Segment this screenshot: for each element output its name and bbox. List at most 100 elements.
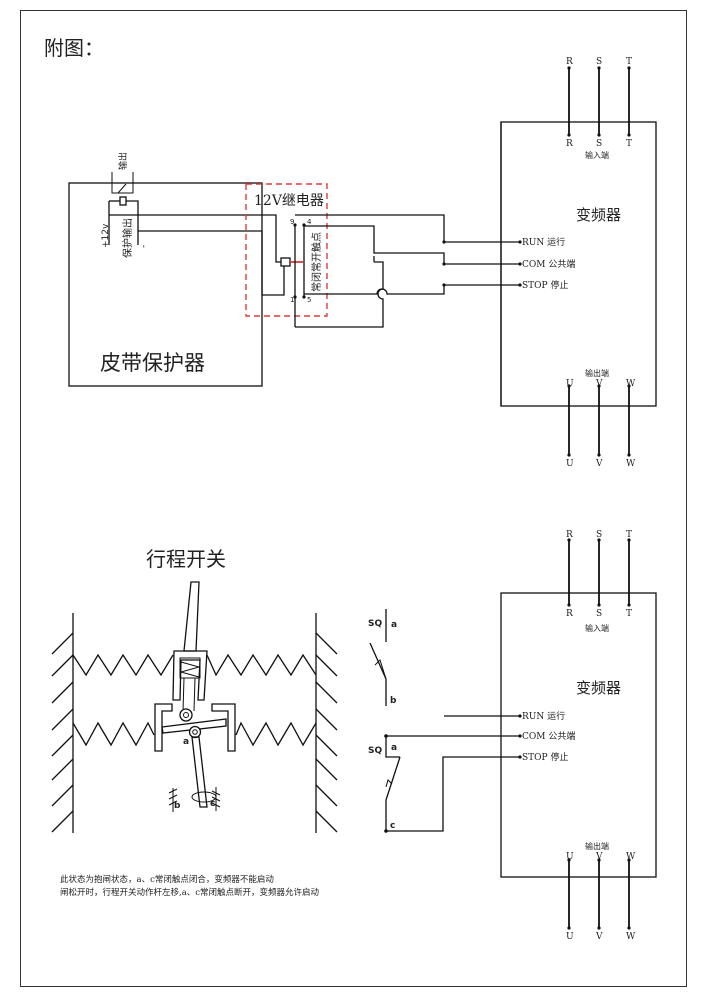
inner-spring [179,661,201,678]
output-terminal-u[interactable]: U U [566,379,574,469]
upper-right-spring [206,653,317,677]
terminal-dot [518,714,522,718]
terminal-stop-2[interactable]: STOP 停止 [522,751,568,763]
input-terminal-s[interactable]: S S [596,57,602,149]
cross-bar [161,718,227,734]
relay-pin-1: 1 [290,296,294,304]
terminal-label: T [626,57,632,67]
terminal-run[interactable]: RUN 运行 [522,236,565,248]
input-terminal-t[interactable]: T T [626,57,632,149]
right-bracket [211,703,236,752]
terminal-run-2[interactable]: RUN 运行 [522,710,565,722]
inverter-bottom-box [500,592,657,878]
terminal-label: T [626,609,632,619]
limit-switch-title: 行程开关 [146,547,226,571]
left-bracket [154,703,173,752]
terminal-label: W [626,379,636,389]
actuator-lever [183,581,200,652]
relay-wiring [294,214,520,328]
terminal-dot [518,734,522,738]
relay-pin-4: 4 [307,218,312,226]
input-terminal-r-2[interactable]: R R [566,530,573,619]
page-title: 附图： [44,36,104,60]
terminal-label: R [566,609,573,619]
terminal-dot [518,283,522,287]
plus12v-label: +12v [101,223,111,248]
inverter-top-label: 变频器 [576,206,621,224]
sq-blade-no [369,642,387,706]
output-coil-icon [119,196,127,206]
minus-label: - [139,245,149,248]
terminal-com[interactable]: COM 公共端 [522,258,575,270]
sq-blade-nc [385,756,401,831]
output-contact-bracket [111,172,134,194]
pin-dot [293,223,297,227]
output-terminal-v-2[interactable]: V V [595,852,603,942]
inverter-top-input-label: 输入端 [585,150,609,160]
output-terminal-w[interactable]: W W [626,379,636,469]
pivot-inner [183,712,189,718]
relay-contact-label: 常闭常开触点 [310,232,323,292]
inverter-bottom-output-label: 输出端 [585,841,609,851]
input-terminal-t-2[interactable]: T T [626,530,632,619]
output-terminal-w-2[interactable]: W W [626,852,636,942]
inverter-top-output-label: 输出端 [585,368,609,378]
terminal-label: W [626,459,636,469]
relay-coil-icon [280,257,291,267]
lower-left-spring [72,721,155,747]
wire-plus-to-coil [109,214,284,263]
terminal-com-2[interactable]: COM 公共端 [522,730,575,742]
inverter-bottom-input-label: 输入端 [585,623,609,633]
upper-pivot [179,708,193,722]
wire-nc-return [295,261,384,328]
mechanism-label-c: c [210,799,215,809]
note-line-1: 此状态为抱闸状态，a、c常闭触点闭合，变频器不能启动 [60,874,274,885]
sq-switch-ab: SQ a b [368,609,397,706]
terminal-label: R [566,57,573,67]
relay-dashed-box [245,183,328,317]
sq-contact-a-label-2: a [391,743,397,753]
input-terminal-r[interactable]: R R [566,57,573,149]
wire-c-to-stop [386,756,520,832]
sq-contact-c-label: c [390,821,395,831]
terminal-label: R [566,139,573,149]
terminal-stop[interactable]: STOP 停止 [522,279,568,291]
contact-b-symbol [168,788,178,812]
input-terminal-s-2[interactable]: S S [596,530,602,619]
sq-contact-a-line-2 [385,736,400,758]
left-wall-hatch [51,632,74,833]
terminal-label: S [596,139,602,149]
mechanism-label-a: a [183,737,189,747]
contact-c-symbol [211,787,221,811]
terminal-label: V [595,379,603,389]
output-terminal-v[interactable]: V V [595,379,603,469]
terminal-label: S [596,609,602,619]
wire-com [304,225,520,265]
wire-minus-to-coil [138,230,285,296]
terminal-label: S [596,57,602,67]
minus-wire [126,200,139,245]
sq-switch-ac: SQ a c [368,715,520,833]
page-border [20,10,687,987]
sq-label-2: SQ [368,746,382,756]
terminal-label: W [626,932,636,942]
terminal-label: V [595,852,603,862]
junction-dot [442,283,446,287]
sq-blade-tab [374,659,387,680]
terminal-label: T [626,530,632,540]
terminal-dot [518,240,522,244]
output-contact-blade [117,183,127,194]
inverter-bottom: 变频器 输入端 输出端 R R S S T T U U [500,530,657,942]
pivot-inner [192,729,198,735]
belt-protector: 皮带保护器 输出 +12v 保护输出 - [68,152,285,387]
output-terminal-u-2[interactable]: U U [566,852,574,942]
pin-dot [302,295,306,299]
terminal-label: V [595,932,603,942]
lower-lever [191,736,208,808]
terminal-label: T [626,139,632,149]
sq-contact-b-label: b [390,696,397,706]
terminal-label: U [566,852,574,862]
inverter-bottom-label: 变频器 [576,679,621,697]
terminal-label: U [566,379,574,389]
terminal-label: S [596,530,602,540]
